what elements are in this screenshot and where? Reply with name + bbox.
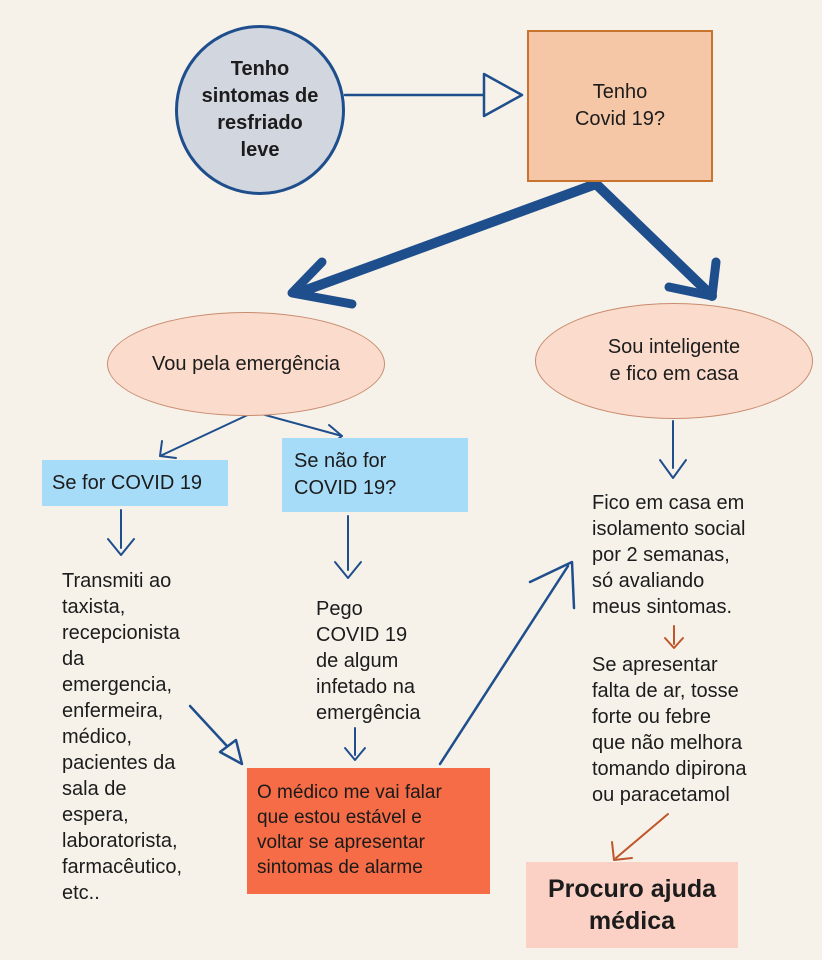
arrow-transmitted-to-doctor-head	[218, 738, 244, 766]
question-label: Tenho Covid 19?	[574, 81, 666, 130]
arrow-question-to-emergency-head	[287, 257, 357, 309]
start-label: Tenho sintomas de resfriado leve	[201, 58, 319, 161]
arrow-got-covid-down-head	[344, 747, 366, 761]
isolation-text: Fico em casa em isolamento social por 2 …	[592, 492, 746, 618]
arrow-emergency-to-covid-yes-head	[159, 440, 177, 459]
arrow-warning-to-help-head	[611, 841, 633, 861]
covid-no-box: Se não for COVID 19?	[282, 438, 468, 512]
transmitted-text: Transmiti ao taxista, recepcionista da e…	[62, 570, 183, 904]
covid-yes-box: Se for COVID 19	[42, 460, 228, 506]
emergency-label: Vou pela emergência	[152, 352, 340, 375]
arrow-question-to-home	[591, 179, 717, 301]
doctor-label: O médico me vai falar que estou estável …	[257, 782, 442, 878]
arrow-covid-yes-down-head	[107, 538, 135, 556]
arrow-isolation-to-warning-head	[664, 637, 684, 649]
stay-home-ellipse: Sou inteligente e fico em casa	[535, 303, 813, 419]
arrow-covid-no-down-head	[334, 561, 362, 579]
arrow-home-down-head	[659, 459, 687, 479]
start-circle: Tenho sintomas de resfriado leve	[175, 25, 345, 195]
arrow-doctor-to-isolation-head	[528, 560, 576, 610]
arrow-warning-to-help	[615, 813, 669, 859]
question-box: Tenho Covid 19?	[527, 30, 713, 182]
arrow-question-to-home-head	[664, 257, 721, 301]
arrow-doctor-to-isolation	[438, 564, 570, 766]
emergency-ellipse: Vou pela emergência	[107, 312, 385, 416]
stay-home-label: Sou inteligente e fico em casa	[607, 336, 741, 385]
arrow-emergency-to-covid-no	[253, 411, 343, 437]
arrow-question-to-emergency	[293, 179, 601, 298]
doctor-box: O médico me vai falar que estou estável …	[247, 768, 490, 894]
arrow-emergency-to-covid-yes	[159, 411, 255, 457]
covid-no-label: Se não for COVID 19?	[294, 450, 397, 499]
seek-help-box: Procuro ajuda médica	[526, 862, 738, 948]
warning-signs-text: Se apresentar falta de ar, tosse forte o…	[592, 654, 747, 806]
seek-help-label: Procuro ajuda médica	[547, 875, 717, 935]
got-covid-text: Pego COVID 19 de algum infetado na emerg…	[316, 598, 421, 724]
covid-yes-label: Se for COVID 19	[52, 471, 203, 494]
arrow-start-to-question-head	[482, 72, 524, 118]
